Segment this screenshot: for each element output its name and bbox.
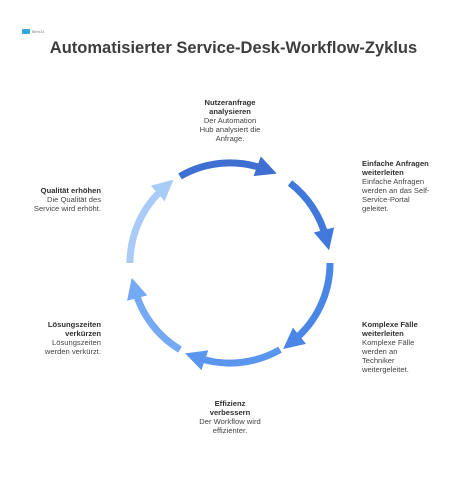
step-resolution-time: Lösungszeiten verkürzen Lösungszeiten we… <box>6 320 101 356</box>
step-title: Effizienz verbessern <box>209 399 251 417</box>
cycle-arrow-3 <box>283 262 334 349</box>
cycle-arrow-5 <box>127 277 182 353</box>
step-efficiency: Effizienz verbessern Der Workflow wird e… <box>170 399 290 435</box>
logo: Bitrix24 <box>22 29 44 34</box>
step-complex-cases: Komplexe Fälle weiterleiten Komplexe Fäl… <box>362 320 462 374</box>
logo-icon <box>22 29 30 34</box>
step-description: Komplexe Fälle werden an Techniker weite… <box>362 338 415 374</box>
logo-text: Bitrix24 <box>32 29 45 34</box>
step-title: Lösungszeiten verkürzen <box>47 320 101 338</box>
step-title: Komplexe Fälle weiterleiten <box>362 320 418 338</box>
step-description: Der Automation Hub analysiert die Anfrag… <box>199 116 261 143</box>
cycle-arrow-6 <box>126 179 174 264</box>
step-analyze: Nutzeranfrage analysieren Der Automation… <box>170 98 290 143</box>
step-title: Qualität erhöhen <box>40 186 101 195</box>
cycle-arrow-4 <box>185 346 282 371</box>
cycle-arrow-2 <box>287 180 335 251</box>
step-quality: Qualität erhöhen Die Qualität des Servic… <box>6 186 101 213</box>
step-title: Einfache Anfragen weiterleiten <box>362 159 429 177</box>
step-title: Nutzeranfrage analysieren <box>204 98 256 116</box>
step-description: Der Workflow wird effizienter. <box>199 417 261 435</box>
cycle-arrow-1 <box>178 156 277 180</box>
page-title: Automatisierter Service-Desk-Workflow-Zy… <box>49 39 418 57</box>
step-simple-requests: Einfache Anfragen weiterleiten Einfache … <box>362 159 462 213</box>
step-description: Die Qualität des Service wird erhöht. <box>33 195 101 213</box>
step-description: Lösungszeiten werden verkürzt. <box>44 338 101 356</box>
step-description: Einfache Anfragen werden an das Self- Se… <box>362 177 430 213</box>
